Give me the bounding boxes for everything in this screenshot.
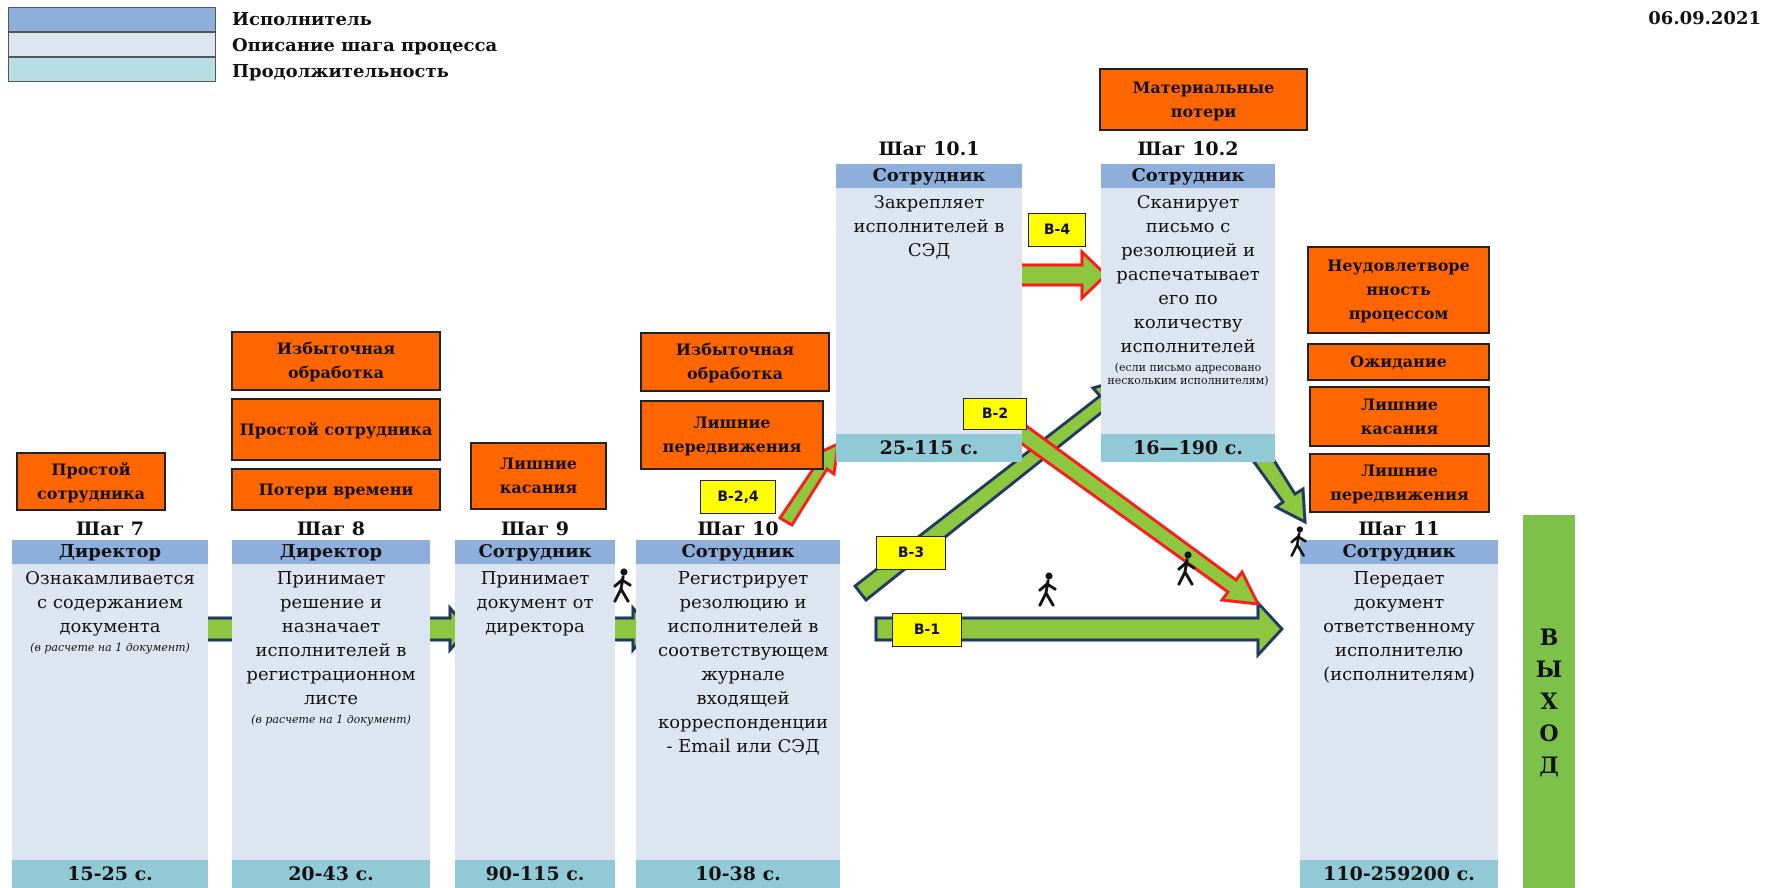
step-7-duration: 15-25 с. [12,860,208,888]
legend-executor-swatch [8,7,216,32]
arrow-b2 [997,411,1261,606]
waste-step11-dissatisfaction: Неудовлетворе нность процессом [1307,246,1490,334]
date-label: 06.09.2021 [1648,8,1761,29]
waste-step9-touches: Лишние касания [470,442,607,510]
step-10-1-title: Шаг 10.1 [878,138,980,160]
exit-banner: В Ы Х О Д [1523,515,1575,888]
waste-step11-touches: Лишние касания [1309,386,1490,447]
arrow-102-11 [1251,452,1307,525]
step-10-title: Шаг 10 [697,518,779,540]
step-10-2-role: Сотрудник [1101,164,1275,188]
waste-step11-movement: Лишние передвижения [1309,453,1490,513]
waste-step8-time-loss: Потери времени [231,468,441,511]
legend-duration-swatch [8,57,216,82]
exit-letter: Д [1539,752,1559,779]
step-7-note: (в расчете на 1 документ) [30,641,190,654]
walking-person-icon [1035,571,1061,609]
step-11-role: Сотрудник [1300,540,1498,564]
waste-step11-waiting: Ожидание [1307,343,1490,381]
label-b24: В-2,4 [700,480,776,514]
step-11-title: Шаг 11 [1358,518,1440,540]
label-b3: В-3 [876,536,946,570]
waste-step7-idle: Простой сотрудника [16,452,166,511]
step-10-description: Регистрирует резолюцию и исполнителей в … [658,568,829,757]
step-8-description: Принимает решение и назначает исполнител… [246,568,416,709]
walking-person-icon [1287,525,1311,559]
exit-letter: Ы [1535,656,1563,683]
legend-description-swatch [8,32,216,57]
step-9-role: Сотрудник [455,540,615,564]
walking-person-icon [1174,550,1200,588]
exit-letter: В [1539,624,1559,651]
label-b4: В-4 [1028,213,1086,247]
walking-person-icon [610,567,636,605]
step-7-description: Ознакамливается с содержанием документа [25,568,195,637]
step-9-description: Принимает документ от директора [476,568,594,637]
step-10-2-description: Сканирует письмо с резолюцией и распечат… [1116,192,1260,357]
waste-step10-movement: Лишние передвижения [640,400,824,470]
step-8-note: (в расчете на 1 документ) [251,713,411,726]
step-8-card: Директор Принимает решение и назначает и… [232,540,430,888]
waste-step10-overprocessing: Избыточная обработка [640,332,830,392]
step-9-duration: 90-115 с. [455,860,615,888]
waste-step10-2-material: Материальные потери [1099,68,1308,131]
step-7-card: Директор Ознакамливается с содержанием д… [12,540,208,888]
step-10-duration: 10-38 с. [636,860,840,888]
label-b2: В-2 [963,398,1027,430]
arrow-b4 [1014,248,1109,302]
step-10-1-role: Сотрудник [836,164,1022,188]
step-10-role: Сотрудник [636,540,840,564]
step-10-1-card: Сотрудник Закрепляет исполнителей в СЭД … [836,164,1022,462]
exit-letter: Х [1540,688,1558,715]
legend-duration-label: Продолжительность [232,61,449,82]
step-10-1-description: Закрепляет исполнителей в СЭД [853,192,1005,261]
waste-step8-idle: Простой сотрудника [231,398,441,461]
step-7-role: Директор [12,540,208,564]
step-8-role: Директор [232,540,430,564]
legend-description-label: Описание шага процесса [232,35,498,56]
step-11-description: Передает документ ответственному исполни… [1323,568,1475,685]
step-8-duration: 20-43 с. [232,860,430,888]
step-7-title: Шаг 7 [76,518,144,540]
step-10-2-duration: 16—190 с. [1101,434,1275,462]
legend-executor-label: Исполнитель [232,9,372,30]
label-b1: В-1 [892,613,962,647]
step-9-card: Сотрудник Принимает документ от директор… [455,540,615,888]
waste-step8-overprocessing: Избыточная обработка [231,331,441,391]
exit-letter: О [1539,720,1559,747]
step-10-2-note: (если письмо адресовано нескольким испол… [1107,361,1269,387]
step-11-duration: 110-259200 с. [1300,860,1498,888]
step-10-card: Сотрудник Регистрирует резолюцию и испол… [636,540,840,888]
step-11-card: Сотрудник Передает документ ответственно… [1300,540,1498,888]
step-8-title: Шаг 8 [297,518,365,540]
step-10-2-card: Сотрудник Сканирует письмо с резолюцией … [1101,164,1275,462]
step-10-2-title: Шаг 10.2 [1137,138,1239,160]
step-9-title: Шаг 9 [501,518,569,540]
step-10-1-duration: 25-115 с. [836,434,1022,462]
